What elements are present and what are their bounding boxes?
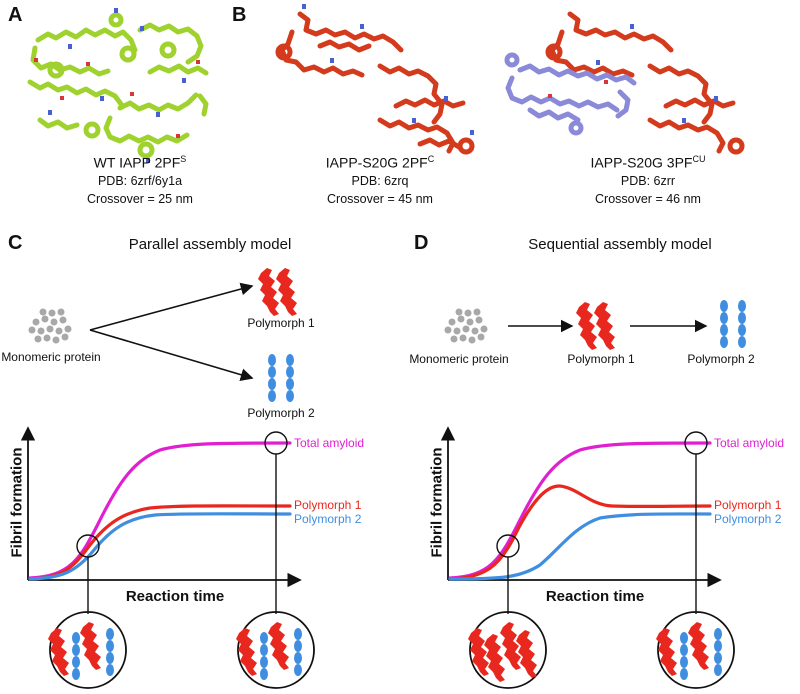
s20g-3pf-structure-illustration	[504, 11, 745, 155]
panel-d-poly2-label: Polymorph 2	[687, 352, 755, 366]
panel-d-polymorph1-icon	[576, 302, 615, 350]
panel-c-zoom-late-contents	[236, 622, 302, 680]
panel-d-monomer-label: Monomeric protein	[409, 352, 509, 366]
panel-c-polymorph2-icon	[268, 354, 294, 402]
panel-c-legend-p2: Polymorph 2	[294, 512, 362, 526]
panel-a-title: WT IAPP 2PF	[93, 154, 181, 171]
panel-b-right-title-sup: CU	[692, 154, 706, 164]
panel-a-crossover: Crossover = 25 nm	[87, 191, 193, 206]
panel-letter-b: B	[232, 4, 247, 26]
panel-c-p1-curve	[28, 504, 292, 581]
panel-c-axes	[20, 426, 302, 588]
panel-d-polymorph2-icon	[720, 300, 746, 348]
panel-d-curves	[448, 441, 712, 581]
panel-letter-c: C	[8, 232, 23, 254]
panel-d-p1-curve	[448, 484, 712, 581]
panel-b-right-pdb: PDB: 6zrr	[620, 173, 676, 188]
panel-d-heading: Sequential assembly model	[528, 236, 712, 253]
panel-b-left-title-sup: C	[427, 154, 435, 164]
panel-c-legend-p1: Polymorph 1	[294, 498, 362, 512]
panel-d-total-curve	[448, 441, 712, 580]
panel-d-p2-curve	[448, 512, 712, 581]
panel-b-right-caption: IAPP-S20G 3PFCU PDB: 6zrr Crossover = 46…	[548, 150, 748, 208]
panel-c-legend-total: Total amyloid	[294, 436, 365, 450]
panel-d-axes	[440, 426, 722, 588]
panel-d-poly1-label: Polymorph 1	[567, 352, 635, 366]
panel-c-polymorph1-icon	[258, 268, 297, 316]
panel-c-arrow-lower	[89, 329, 254, 381]
panel-b-left-crossover: Crossover = 45 nm	[327, 191, 433, 206]
panel-c-monomers-icon	[28, 308, 72, 344]
panel-d-legend-total: Total amyloid	[714, 436, 785, 450]
panel-a-caption: WT IAPP 2PFS PDB: 6zrf/6y1a Crossover = …	[40, 150, 240, 208]
s20g-2pf-structure-illustration	[275, 11, 475, 155]
panel-d-legend-p2: Polymorph 2	[714, 512, 782, 526]
panel-c-poly1-label: Polymorph 1	[247, 316, 315, 330]
panel-d-monomers-icon	[444, 308, 488, 344]
panel-letter-a: A	[8, 4, 23, 26]
panel-d-zoom-late-contents	[656, 622, 722, 680]
panel-c-arrow-upper	[89, 282, 254, 331]
panel-c-ylabel: Fibril formation	[8, 447, 26, 558]
panel-d-scheme	[444, 300, 746, 350]
panel-b-left-caption: IAPP-S20G 2PFC PDB: 6zrq Crossover = 45 …	[280, 150, 480, 208]
panel-d-legend-p1: Polymorph 1	[714, 498, 782, 512]
panel-c-heading: Parallel assembly model	[128, 236, 292, 253]
panel-a-title-sup: S	[180, 154, 187, 164]
panel-b-left-pdb: PDB: 6zrq	[351, 173, 409, 188]
panel-c-scheme	[28, 268, 297, 402]
panel-letter-d: D	[414, 232, 429, 254]
panel-d-ylabel: Fibril formation	[428, 447, 446, 558]
panel-b-right-crossover: Crossover = 46 nm	[595, 191, 701, 206]
panel-c-curves	[28, 441, 292, 581]
panel-b-right-title: IAPP-S20G 3PF	[590, 154, 693, 171]
panel-b-left-title: IAPP-S20G 2PF	[325, 154, 428, 171]
panel-d-xlabel: Reaction time	[545, 588, 645, 605]
wt-structure-illustration	[27, 12, 209, 159]
panel-c-total-curve	[28, 441, 292, 580]
panel-c-zoom-early-contents	[48, 622, 114, 680]
panel-c-monomer-label: Monomeric protein	[1, 350, 101, 364]
panel-c-poly2-label: Polymorph 2	[247, 406, 315, 420]
panel-a-pdb: PDB: 6zrf/6y1a	[97, 173, 183, 188]
panel-c-p2-curve	[28, 512, 292, 581]
panel-c-xlabel: Reaction time	[125, 588, 225, 605]
